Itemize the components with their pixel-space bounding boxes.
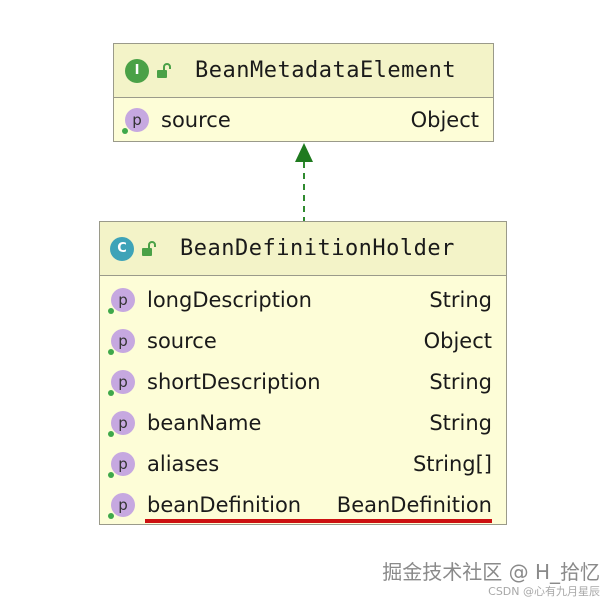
property-name: source <box>161 107 231 132</box>
property-row: p shortDescription String <box>108 361 492 402</box>
unlock-icon <box>157 62 171 78</box>
property-row: p beanName String <box>108 402 492 443</box>
property-icon: p <box>122 107 149 134</box>
property-type: BeanDefinition <box>336 492 492 517</box>
interface-box[interactable]: I BeanMetadataElement p source Object <box>113 43 494 142</box>
public-dot-icon <box>122 127 128 134</box>
property-type: String <box>429 287 492 312</box>
property-name: longDescription <box>147 287 312 312</box>
property-row: p longDescription String <box>108 279 492 320</box>
property-name: source <box>147 328 217 353</box>
public-dot-icon <box>108 307 114 314</box>
class-header: C BeanDefinitionHolder <box>100 222 506 276</box>
public-dot-icon <box>108 512 114 519</box>
property-name: beanName <box>147 410 262 435</box>
watermark-subtext: CSDN @心有九月星辰 <box>488 585 600 598</box>
property-type: Object <box>410 107 479 132</box>
property-type: String[] <box>412 451 492 476</box>
property-row-highlighted: p beanDefinition BeanDefinition <box>108 484 492 525</box>
highlight-underline <box>145 519 492 523</box>
class-name: BeanDefinitionHolder <box>180 236 455 261</box>
property-icon: p <box>108 287 135 314</box>
public-dot-icon <box>108 389 114 396</box>
property-type: String <box>429 410 492 435</box>
unlock-icon <box>142 240 156 256</box>
property-icon: p <box>108 410 135 437</box>
public-dot-icon <box>108 348 114 355</box>
interface-kind-icon: I <box>125 58 149 83</box>
property-type: Object <box>423 328 492 353</box>
property-name: shortDescription <box>147 369 321 394</box>
public-dot-icon <box>108 430 114 437</box>
public-dot-icon <box>108 471 114 478</box>
property-name: aliases <box>147 451 220 476</box>
watermark-text: 掘金技术社区 @ H_拾忆 <box>382 560 600 584</box>
implements-arrow <box>295 143 313 224</box>
property-type: String <box>429 369 492 394</box>
property-icon: p <box>108 492 135 519</box>
property-row: p source Object <box>108 320 492 361</box>
property-icon: p <box>108 369 135 396</box>
class-kind-icon: C <box>110 236 134 261</box>
interface-name: BeanMetadataElement <box>195 58 457 83</box>
property-name: beanDefinition <box>147 492 302 517</box>
property-icon: p <box>108 451 135 478</box>
property-row: p source Object <box>114 98 493 141</box>
class-box[interactable]: C BeanDefinitionHolder p longDescription… <box>99 221 507 525</box>
property-row: p aliases String[] <box>108 443 492 484</box>
property-icon: p <box>108 328 135 355</box>
interface-header: I BeanMetadataElement <box>114 44 493 98</box>
